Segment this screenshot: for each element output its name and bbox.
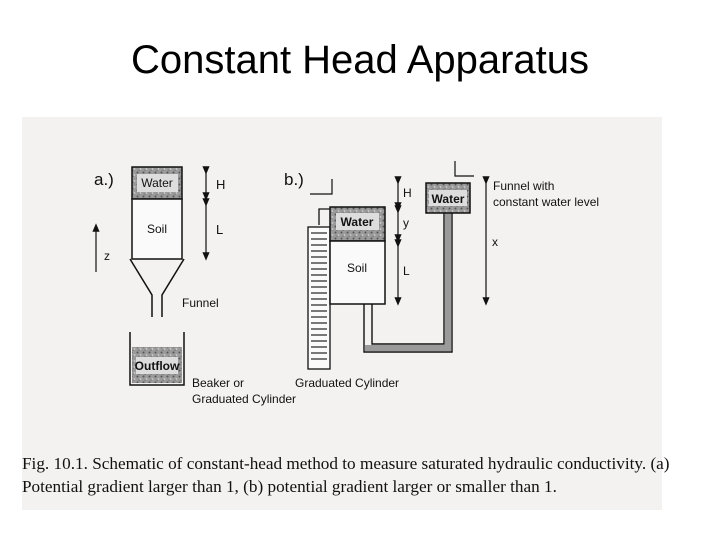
- panel-b-water-label-bg: [336, 213, 379, 230]
- panel-a-beaker-label-1: Beaker or: [192, 376, 244, 390]
- panel-a-funnel: [129, 258, 185, 317]
- panel-a-l-label: L: [216, 222, 223, 237]
- panel-b-cylinder-label: Graduated Cylinder: [295, 376, 399, 390]
- panel-a-h-label: H: [216, 177, 225, 192]
- panel-b-label: b.): [284, 170, 304, 189]
- panel-b-u-tube: [363, 212, 453, 353]
- panel-b-funnel-water-label-bg: [429, 190, 467, 206]
- panel-b-h-label: H: [403, 186, 412, 200]
- panel-a-soil-label: Soil: [147, 222, 167, 236]
- panel-a-beaker-label-2: Graduated Cylinder: [192, 392, 296, 406]
- caption-line-1: Fig. 10.1. Schematic of constant-head me…: [22, 454, 670, 473]
- panel-a-water-label-bg: [137, 174, 178, 192]
- panel-b-funnel-label-2: constant water level: [493, 195, 599, 209]
- panel-b-level-mark-right: [454, 161, 474, 177]
- panel-a-beaker: [129, 332, 185, 386]
- panel-a-soil-box: [131, 198, 183, 260]
- panel-a-funnel-label: Funnel: [182, 296, 219, 310]
- panel-b-soil-box: [329, 240, 386, 305]
- panel-a-z-label: z: [104, 249, 110, 263]
- panel-b-y-label: y: [403, 216, 409, 230]
- panel-b-soil-label: Soil: [347, 261, 367, 275]
- panel-b-funnel-label-1: Funnel with: [493, 179, 554, 193]
- panel-a-label: a.): [94, 170, 114, 189]
- panel-b-overflow-spout: [318, 208, 330, 225]
- slide-title: Constant Head Apparatus: [130, 38, 590, 82]
- panel-b-l-label: L: [403, 264, 410, 278]
- caption-line-2: Potential gradient larger than 1, (b) po…: [22, 477, 557, 496]
- panel-b-funnel-water-label: Water: [432, 192, 465, 206]
- panel-b-u-tube-water-right: [445, 212, 451, 345]
- panel-a-outflow-label: Outflow: [135, 359, 180, 373]
- panel-b-u-tube-water: [365, 345, 451, 351]
- panel-a-outflow-label-bg: [136, 357, 178, 374]
- figure-scan: a.) Water Soil Outflow H L z Funnel Beak…: [22, 117, 670, 510]
- panel-b-water-label: Water: [341, 215, 374, 229]
- panel-a-water-label: Water: [141, 176, 173, 190]
- schematic-diagram: a.) Water Soil Outflow H L z Funnel Beak…: [92, 161, 599, 406]
- panel-b-cylinder-graduations: [311, 232, 327, 360]
- panel-b-level-mark-left: [310, 179, 333, 195]
- figure-caption: Fig. 10.1. Schematic of constant-head me…: [22, 452, 670, 498]
- panel-b-x-label: x: [492, 235, 498, 249]
- panel-b-cylinder: [307, 226, 331, 370]
